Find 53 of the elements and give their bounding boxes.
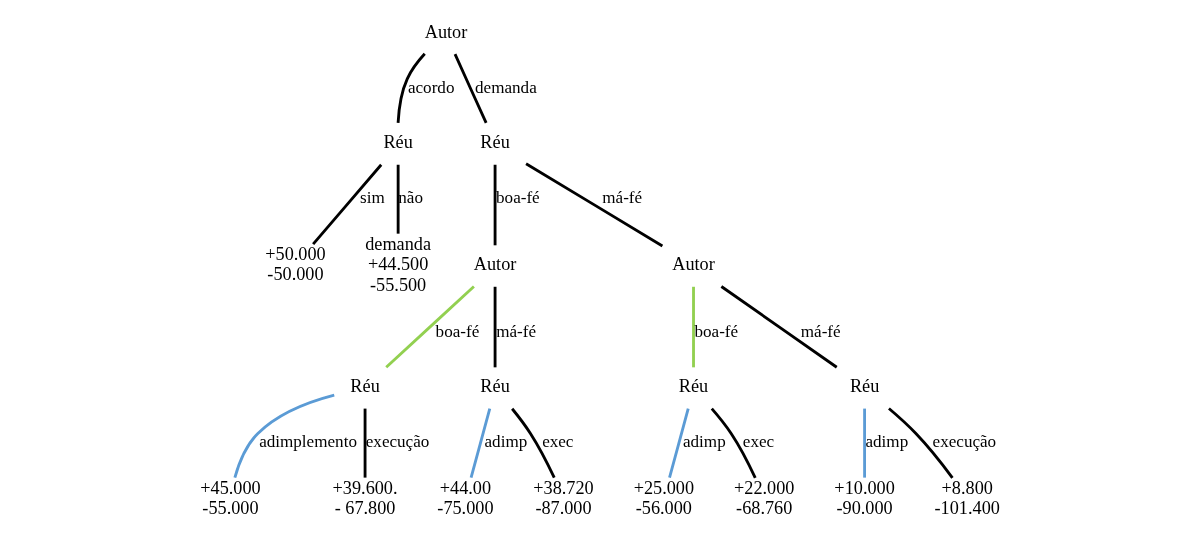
edge-label: execução (365, 432, 429, 452)
connector (396, 164, 400, 234)
node-text: Autor (473, 254, 516, 275)
node-text: Réu (849, 376, 879, 397)
edge-label: execução (932, 432, 996, 452)
edge-label: má-fé (800, 321, 841, 341)
connector (363, 408, 366, 478)
connector (510, 407, 556, 479)
edge-label: adimp (484, 432, 527, 452)
node-text: Autor (424, 21, 467, 42)
connector (396, 52, 426, 123)
node-text: Réu (479, 376, 510, 397)
connector (493, 164, 496, 246)
node-text: +44.00 -75.000 (436, 477, 494, 519)
edge-label: má-fé (601, 188, 642, 208)
node-text: Réu (382, 132, 413, 153)
connector (887, 407, 954, 479)
connector (384, 285, 475, 369)
node-text: +10.000 -90.000 (833, 477, 895, 519)
connector (710, 407, 757, 479)
edge-label: adimp (682, 432, 726, 452)
connector (453, 53, 487, 124)
connector (311, 163, 382, 246)
connector (691, 286, 695, 368)
edge-label: exec (742, 432, 774, 452)
node-text: +50.000 -50.000 (264, 243, 326, 285)
connector (493, 286, 496, 368)
node-text: +8.800 -101.400 (934, 477, 1000, 519)
edge-label: boa-fé (495, 188, 540, 208)
connector (233, 393, 335, 479)
node-text: +39.600. - 67.800 (332, 477, 398, 519)
connector (524, 162, 663, 248)
edge-label: adimplemento (258, 432, 357, 452)
edge-label: boa-fé (435, 321, 479, 341)
node-text: Autor (671, 254, 715, 275)
edge-label: acordo (407, 77, 454, 97)
node-text: +45.000 -55.000 (199, 477, 261, 519)
connector (469, 408, 491, 478)
edge-label: má-fé (495, 321, 536, 341)
edge-label: exec (541, 432, 573, 452)
node-text: +25.000 -56.000 (633, 477, 694, 519)
edge-label: adimp (864, 432, 908, 452)
edge-label: sim (359, 188, 385, 208)
node-text: Réu (479, 132, 510, 153)
connector (720, 285, 838, 369)
node-text: Réu (349, 376, 380, 397)
connector (862, 408, 866, 478)
edge-label: demanda (474, 77, 537, 97)
node-text: Réu (678, 376, 708, 397)
node-text: +22.000 -68.760 (733, 477, 794, 519)
node-text: demanda +44.500 -55.500 (364, 233, 431, 295)
node-text: +38.720 -87.000 (532, 477, 594, 519)
connector (667, 408, 690, 478)
